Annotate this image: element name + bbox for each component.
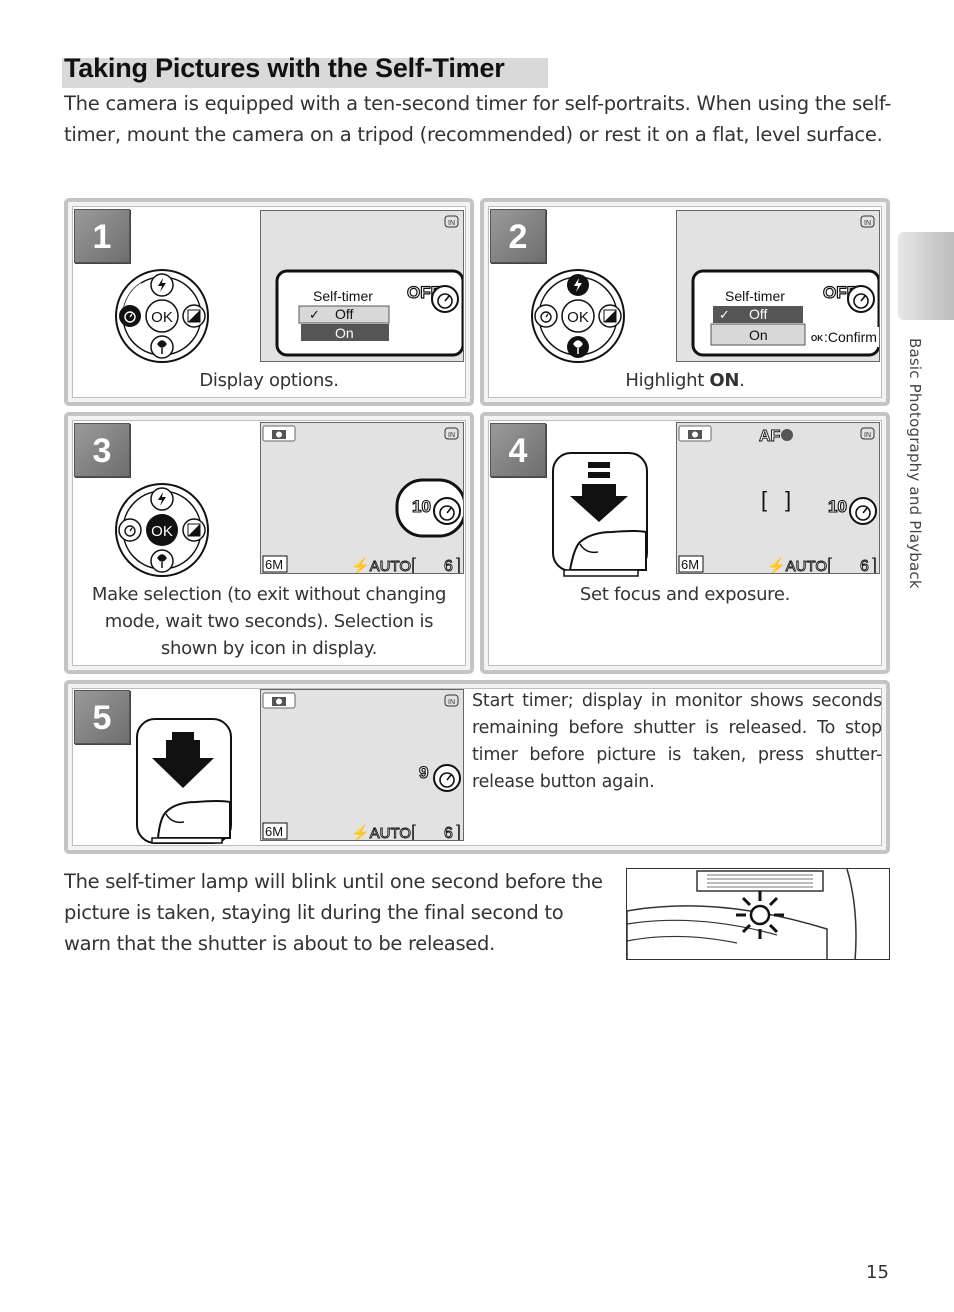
svg-text:6: 6: [860, 558, 869, 574]
memory-icon: IN: [860, 215, 875, 228]
caption-bold-on: ON: [709, 370, 740, 391]
lcd-step-2: IN Self-timer ✓ Off On OK :Confirm OFF: [676, 210, 880, 362]
step-2-caption: Highlight ON.: [625, 370, 745, 391]
shutter-press-icon: [136, 718, 232, 844]
svg-text:⚡AUTO: ⚡AUTO: [767, 557, 827, 574]
self-timer-icon: [433, 497, 461, 525]
svg-text:AF: AF: [759, 428, 781, 445]
flash-icon: [150, 273, 174, 297]
self-timer-icon: [433, 764, 461, 792]
macro-icon: [150, 549, 174, 573]
multi-selector-step-2: OK: [530, 268, 626, 364]
step-1-caption: Display options.: [199, 370, 339, 391]
self-timer-lamp-illustration: [626, 868, 890, 960]
svg-text:]: ]: [785, 487, 791, 512]
svg-text:OK: OK: [151, 309, 173, 326]
flash-icon: [150, 487, 174, 511]
svg-text:Off: Off: [335, 306, 354, 322]
self-timer-icon: [118, 518, 142, 542]
memory-icon: IN: [860, 427, 875, 440]
svg-text:]: ]: [456, 822, 461, 841]
svg-text:6: 6: [444, 825, 453, 841]
svg-text:6M: 6M: [681, 557, 699, 572]
memory-icon: IN: [444, 694, 459, 707]
step-3-number: 3: [74, 423, 130, 477]
page-title: Taking Pictures with the Self-Timer: [64, 53, 505, 83]
svg-text:[: [: [827, 555, 832, 574]
multi-selector-step-1: OK: [114, 268, 210, 364]
svg-text:Off: Off: [749, 306, 768, 322]
exposure-compensation-icon: [182, 304, 206, 328]
svg-text:✓: ✓: [309, 307, 320, 322]
svg-text:6M: 6M: [265, 824, 283, 839]
self-timer-icon: [849, 497, 877, 525]
shutter-half-press-illustration: [552, 452, 648, 578]
svg-text:[: [: [411, 555, 416, 574]
svg-text:⚡AUTO: ⚡AUTO: [351, 557, 411, 574]
macro-icon: [567, 336, 589, 358]
shutter-full-press-illustration: [136, 718, 232, 844]
camera-icon: [678, 425, 712, 442]
svg-text:9: 9: [419, 763, 428, 782]
flash-icon: [567, 274, 589, 296]
svg-text:IN: IN: [864, 432, 871, 439]
svg-text:⚡AUTO: ⚡AUTO: [351, 824, 411, 841]
svg-text:Self-timer: Self-timer: [725, 288, 785, 304]
svg-text:6M: 6M: [265, 557, 283, 572]
lcd-step-5: IN 9 6M ⚡AUTO [ 6 ]: [260, 689, 464, 841]
exposure-compensation-icon: [182, 518, 206, 542]
memory-icon: IN: [444, 427, 459, 440]
self-timer-lamp-icon: [627, 869, 857, 959]
lcd-step-4: AF IN [ ] 10 6M ⚡AUTO [ 6 ]: [676, 422, 880, 574]
multi-selector-step-3: OK: [114, 482, 210, 578]
step-1-number: 1: [74, 209, 130, 263]
step-5-number: 5: [74, 690, 130, 744]
svg-text:Self-timer: Self-timer: [313, 288, 373, 304]
svg-text:On: On: [335, 325, 354, 341]
svg-text:OK: OK: [151, 523, 173, 540]
step-4-caption: Set focus and exposure.: [579, 584, 791, 605]
chapter-tab: [898, 232, 954, 320]
exposure-compensation-icon: [598, 304, 622, 328]
memory-icon: IN: [444, 215, 459, 228]
shutter-press-icon: [552, 452, 648, 577]
svg-text:[: [: [411, 822, 416, 841]
ok-button-icon: OK: [146, 514, 178, 546]
step-3-caption: Make selection (to exit without changing…: [91, 584, 447, 659]
ok-button-icon: OK: [145, 299, 179, 333]
svg-text:IN: IN: [448, 220, 455, 227]
svg-text:IN: IN: [448, 432, 455, 439]
macro-icon: [150, 335, 174, 359]
svg-text:✓: ✓: [719, 307, 730, 322]
title-highlight: [62, 58, 548, 88]
lcd-step-3: IN 10 6M ⚡AUTO [ 6 ]: [260, 422, 464, 574]
camera-icon: [262, 425, 296, 442]
svg-text:OK: OK: [567, 309, 589, 326]
step-2-number: 2: [490, 209, 546, 263]
chapter-label: Basic Photography and Playback: [906, 338, 924, 589]
lcd-step-1: IN Self-timer ✓ Off On OFF: [260, 210, 464, 362]
svg-text:OK: OK: [811, 334, 823, 343]
page-number: 15: [866, 1262, 889, 1283]
camera-icon: [262, 692, 296, 709]
svg-text:On: On: [749, 327, 768, 343]
svg-text:]: ]: [872, 555, 877, 574]
self-timer-icon: [847, 285, 875, 313]
step-5-caption: Start timer; display in monitor shows se…: [472, 691, 882, 792]
self-timer-icon: [534, 304, 558, 328]
self-timer-icon: [431, 285, 459, 313]
self-timer-icon: [119, 305, 141, 327]
svg-text:[: [: [761, 487, 767, 512]
svg-text:IN: IN: [864, 220, 871, 227]
intro-paragraph: The camera is equipped with a ten-second…: [64, 92, 892, 146]
ok-button-icon: OK: [561, 299, 595, 333]
svg-text:]: ]: [456, 555, 461, 574]
svg-text:10: 10: [828, 497, 847, 516]
svg-text:10: 10: [412, 497, 431, 516]
svg-text::Confirm: :Confirm: [824, 329, 877, 345]
step-4-number: 4: [490, 423, 546, 477]
svg-text:6: 6: [444, 558, 453, 574]
self-timer-lamp-paragraph: The self-timer lamp will blink until one…: [64, 870, 603, 955]
svg-text:IN: IN: [448, 699, 455, 706]
